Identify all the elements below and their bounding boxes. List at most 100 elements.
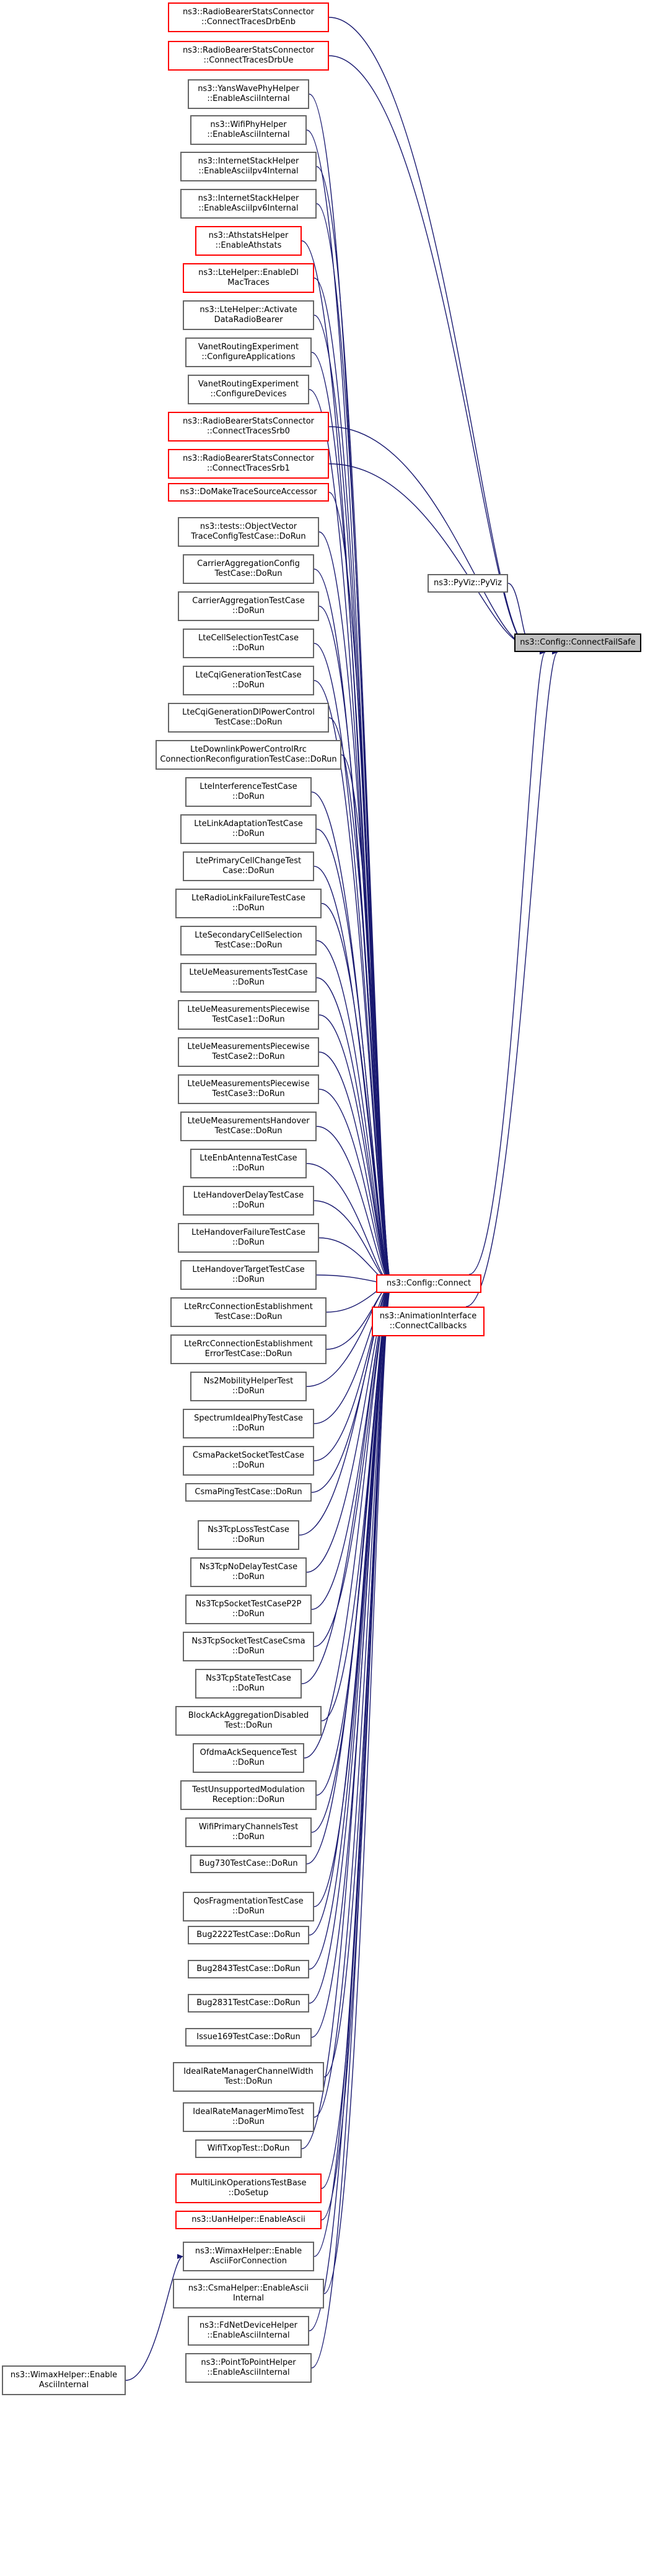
caller-node[interactable]: VanetRoutingExperiment::ConfigureApplica… <box>185 337 312 367</box>
caller-node[interactable]: ns3::FdNetDeviceHelper::EnableAsciiInter… <box>188 2316 309 2346</box>
node-label-line: CarrierAggregationTestCase <box>192 596 305 606</box>
node-label-line: TestCase::DoRun <box>214 718 283 727</box>
caller-node[interactable]: Bug2843TestCase::DoRun <box>188 1960 309 1978</box>
caller-node[interactable]: ns3::DoMakeTraceSourceAccessor <box>168 483 329 502</box>
node-label-line: ::EnableAsciiInternal <box>207 2368 290 2377</box>
node-label-line: TestCase2::DoRun <box>212 1052 285 1061</box>
caller-node[interactable]: LteUeMeasurementsTestCase::DoRun <box>180 963 317 993</box>
caller-node[interactable]: VanetRoutingExperiment::ConfigureDevices <box>188 375 309 404</box>
node-label-line: LteDownlinkPowerControlRrc <box>190 745 307 754</box>
node-label-line: IdealRateManagerMimoTest <box>193 2107 304 2117</box>
node-label-line: LteRrcConnectionEstablishment <box>184 1339 313 1349</box>
caller-node[interactable]: Ns3TcpSocketTestCaseP2P::DoRun <box>185 1595 312 1624</box>
caller-node[interactable]: MultiLinkOperationsTestBase::DoSetup <box>175 2174 322 2203</box>
node-label-line: ::DoRun <box>232 1647 265 1656</box>
node-label-line: ::ConnectCallbacks <box>389 1321 467 1331</box>
node-connect[interactable]: ns3::Config::Connect <box>376 1274 481 1293</box>
node-label-line: ::ConfigureDevices <box>210 389 287 399</box>
caller-node[interactable]: ns3::PointToPointHelper::EnableAsciiInte… <box>185 2353 312 2383</box>
caller-node[interactable]: ns3::YansWavePhyHelper::EnableAsciiInter… <box>188 79 309 109</box>
caller-node[interactable]: Ns3TcpLossTestCase::DoRun <box>198 1520 299 1550</box>
caller-node[interactable]: LteHandoverTargetTestCase::DoRun <box>180 1260 317 1290</box>
caller-node[interactable]: SpectrumIdealPhyTestCase::DoRun <box>183 1409 314 1438</box>
node-label-line: LteUeMeasurementsPiecewise <box>187 1005 310 1014</box>
caller-node[interactable]: LteRadioLinkFailureTestCase::DoRun <box>175 889 322 918</box>
caller-node[interactable]: ns3::RadioBearerStatsConnector::ConnectT… <box>168 449 329 479</box>
caller-node[interactable]: LteCqiGenerationTestCase::DoRun <box>183 666 314 695</box>
node-label-line: QosFragmentationTestCase <box>193 1897 304 1906</box>
caller-node[interactable]: Issue169TestCase::DoRun <box>185 2028 312 2047</box>
caller-node[interactable]: ns3::RadioBearerStatsConnector::ConnectT… <box>168 2 329 32</box>
caller-node[interactable]: ns3::InternetStackHelper::EnableAsciiIpv… <box>180 152 317 181</box>
caller-node[interactable]: CsmaPacketSocketTestCase::DoRun <box>183 1446 314 1476</box>
call-edge <box>316 940 392 1286</box>
call-edge <box>341 754 392 1286</box>
call-edge <box>321 903 392 1286</box>
caller-node[interactable]: LteHandoverDelayTestCase::DoRun <box>183 1186 314 1216</box>
node-label-line: ::DoRun <box>232 1907 265 1916</box>
caller-node[interactable]: OfdmaAckSequenceTest::DoRun <box>193 1743 304 1773</box>
caller-node[interactable]: ns3::WifiPhyHelper::EnableAsciiInternal <box>190 115 307 145</box>
caller-node[interactable]: Ns3TcpSocketTestCaseCsma::DoRun <box>183 1632 314 1661</box>
caller-node[interactable]: ns3::InternetStackHelper::EnableAsciiIpv… <box>180 189 317 219</box>
caller-node[interactable]: ns3::RadioBearerStatsConnector::ConnectT… <box>168 412 329 442</box>
caller-node[interactable]: CarrierAggregationTestCase::DoRun <box>178 591 319 621</box>
node-label-line: LteSecondaryCellSelection <box>195 931 302 940</box>
caller-node[interactable]: LteEnbAntennaTestCase::DoRun <box>190 1149 307 1178</box>
node-label-line: ::ConnectTracesDrbUe <box>203 56 294 65</box>
node-label-line: LteUeMeasurementsHandover <box>187 1116 310 1126</box>
caller-node[interactable]: Ns2MobilityHelperTest::DoRun <box>190 1372 307 1401</box>
caller-node[interactable]: ns3::AthstatsHelper::EnableAthstats <box>195 226 302 256</box>
node-label-line: ::DoRun <box>232 1164 265 1173</box>
node-connect-fail-safe[interactable]: ns3::Config::ConnectFailSafe <box>514 633 641 652</box>
caller-node[interactable]: Ns3TcpNoDelayTestCase::DoRun <box>190 1557 307 1587</box>
caller-node[interactable]: LteInterferenceTestCase::DoRun <box>185 777 312 807</box>
node-label-line: LteCellSelectionTestCase <box>198 633 299 643</box>
caller-node[interactable]: WifiTxopTest::DoRun <box>195 2139 302 2158</box>
caller-node[interactable]: QosFragmentationTestCase::DoRun <box>183 1892 314 1921</box>
caller-node[interactable]: ns3::UanHelper::EnableAscii <box>175 2211 322 2229</box>
caller-node[interactable]: LteHandoverFailureTestCase::DoRun <box>178 1223 319 1253</box>
node-label-line: ns3::LteHelper::Activate <box>200 305 297 315</box>
call-edge <box>314 680 392 1286</box>
call-edge <box>318 1089 392 1286</box>
caller-node[interactable]: LteCellSelectionTestCase::DoRun <box>183 629 314 658</box>
caller-node[interactable]: Bug2831TestCase::DoRun <box>188 1994 309 2012</box>
node-label-line: LteEnbAntennaTestCase <box>200 1154 297 1163</box>
caller-node[interactable]: Ns3TcpStateTestCase::DoRun <box>195 1669 302 1699</box>
caller-node[interactable]: ns3::RadioBearerStatsConnector::ConnectT… <box>168 41 329 71</box>
caller-node[interactable]: IdealRateManagerMimoTest::DoRun <box>183 2102 314 2132</box>
caller-node[interactable]: CsmaPingTestCase::DoRun <box>185 1483 312 1502</box>
node-anim[interactable]: ns3::AnimationInterface::ConnectCallback… <box>372 1307 485 1336</box>
caller-node[interactable]: LteLinkAdaptationTestCase::DoRun <box>180 814 317 844</box>
call-edge <box>311 1281 392 2369</box>
caller-node[interactable]: Bug2222TestCase::DoRun <box>188 1926 309 1944</box>
node-pyviz[interactable]: ns3::PyViz::PyViz <box>428 574 508 593</box>
node-label-line: WifiPrimaryChannelsTest <box>198 1822 299 1832</box>
call-edge <box>323 1281 392 2294</box>
node-label-line: ns3::RadioBearerStatsConnector <box>182 7 315 17</box>
caller-node[interactable]: WifiPrimaryChannelsTest::DoRun <box>185 1817 312 1847</box>
node-label-line: ::EnableAsciiInternal <box>207 2331 290 2340</box>
caller-node[interactable]: Bug730TestCase::DoRun <box>190 1855 307 1873</box>
